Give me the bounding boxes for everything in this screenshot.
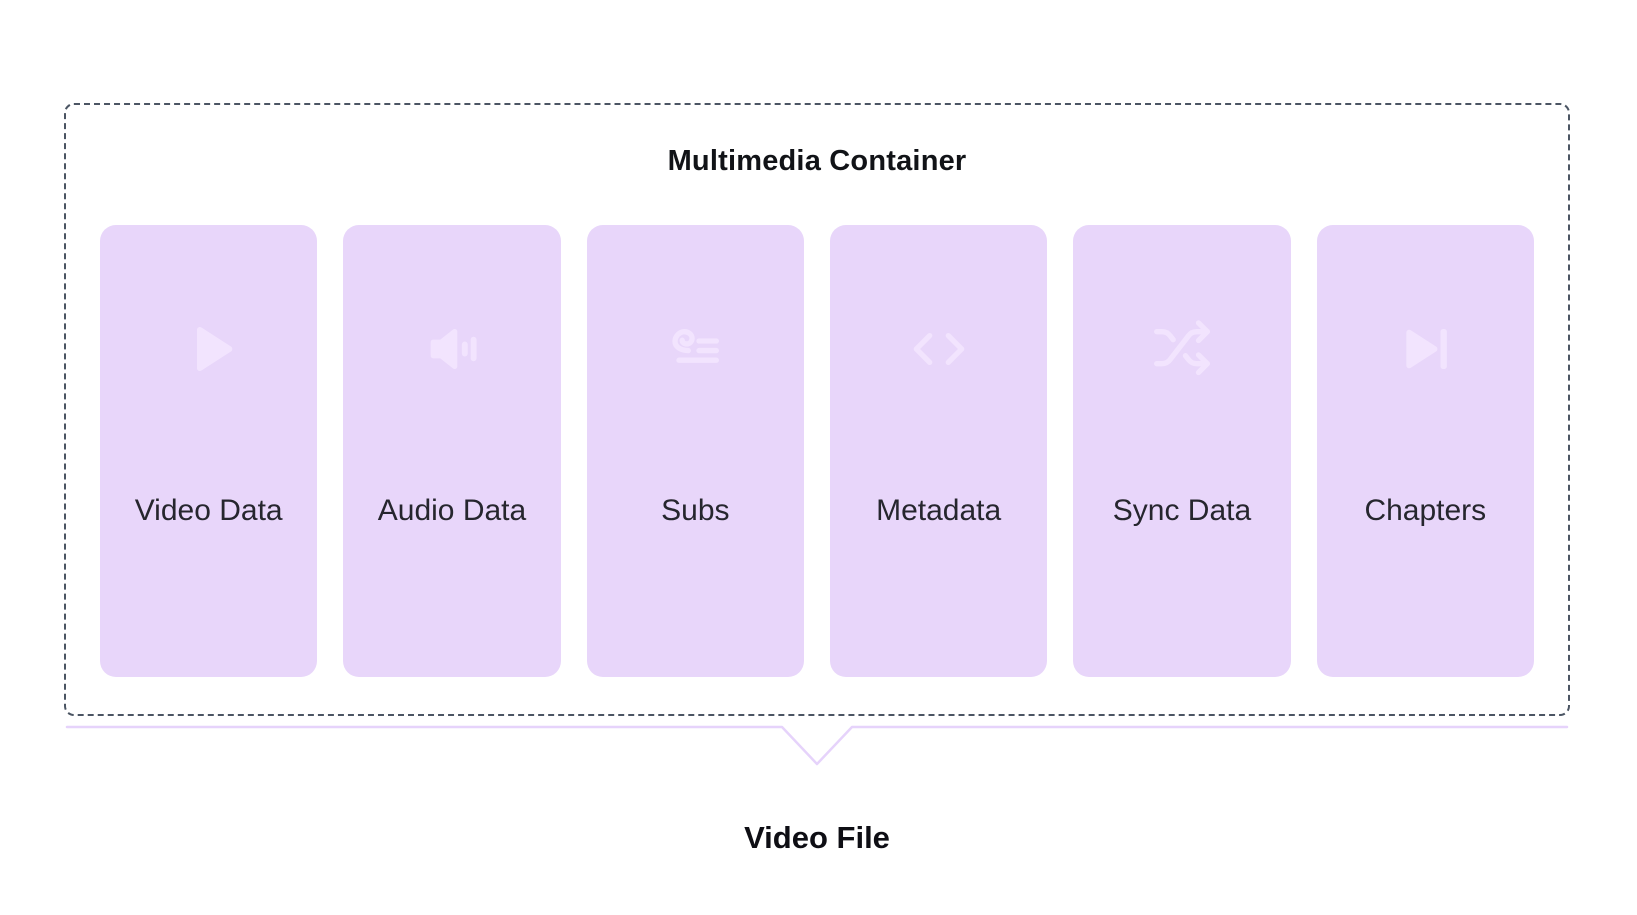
card-audio-data: Audio Data [343, 225, 561, 677]
card-label: Metadata [876, 494, 1002, 527]
card-subs: Subs [586, 225, 804, 677]
card-label: Subs [661, 494, 730, 527]
code-brackets-icon [907, 317, 971, 381]
video-file-caption: Video File [744, 820, 890, 855]
skip-end-icon [1393, 317, 1457, 381]
shuffle-icon [1150, 317, 1214, 381]
card-video-data: Video Data [100, 225, 318, 677]
card-label: Audio Data [377, 494, 527, 527]
card-metadata: Metadata [829, 225, 1048, 677]
card-label: Video Data [134, 494, 283, 527]
card-label: Sync Data [1112, 494, 1252, 527]
play-icon [177, 317, 241, 381]
brace-connector [64, 724, 1570, 774]
multimedia-container-box: Multimedia Container Video Data [64, 103, 1570, 716]
subtitles-icon [663, 317, 727, 381]
container-title: Multimedia Container [667, 145, 967, 177]
card-label: Chapters [1364, 494, 1487, 527]
card-sync-data: Sync Data [1073, 225, 1291, 677]
card-chapters: Chapters [1316, 225, 1534, 677]
volume-icon [420, 317, 484, 381]
track-cards-row: Video Data Audio Data [100, 225, 1534, 677]
